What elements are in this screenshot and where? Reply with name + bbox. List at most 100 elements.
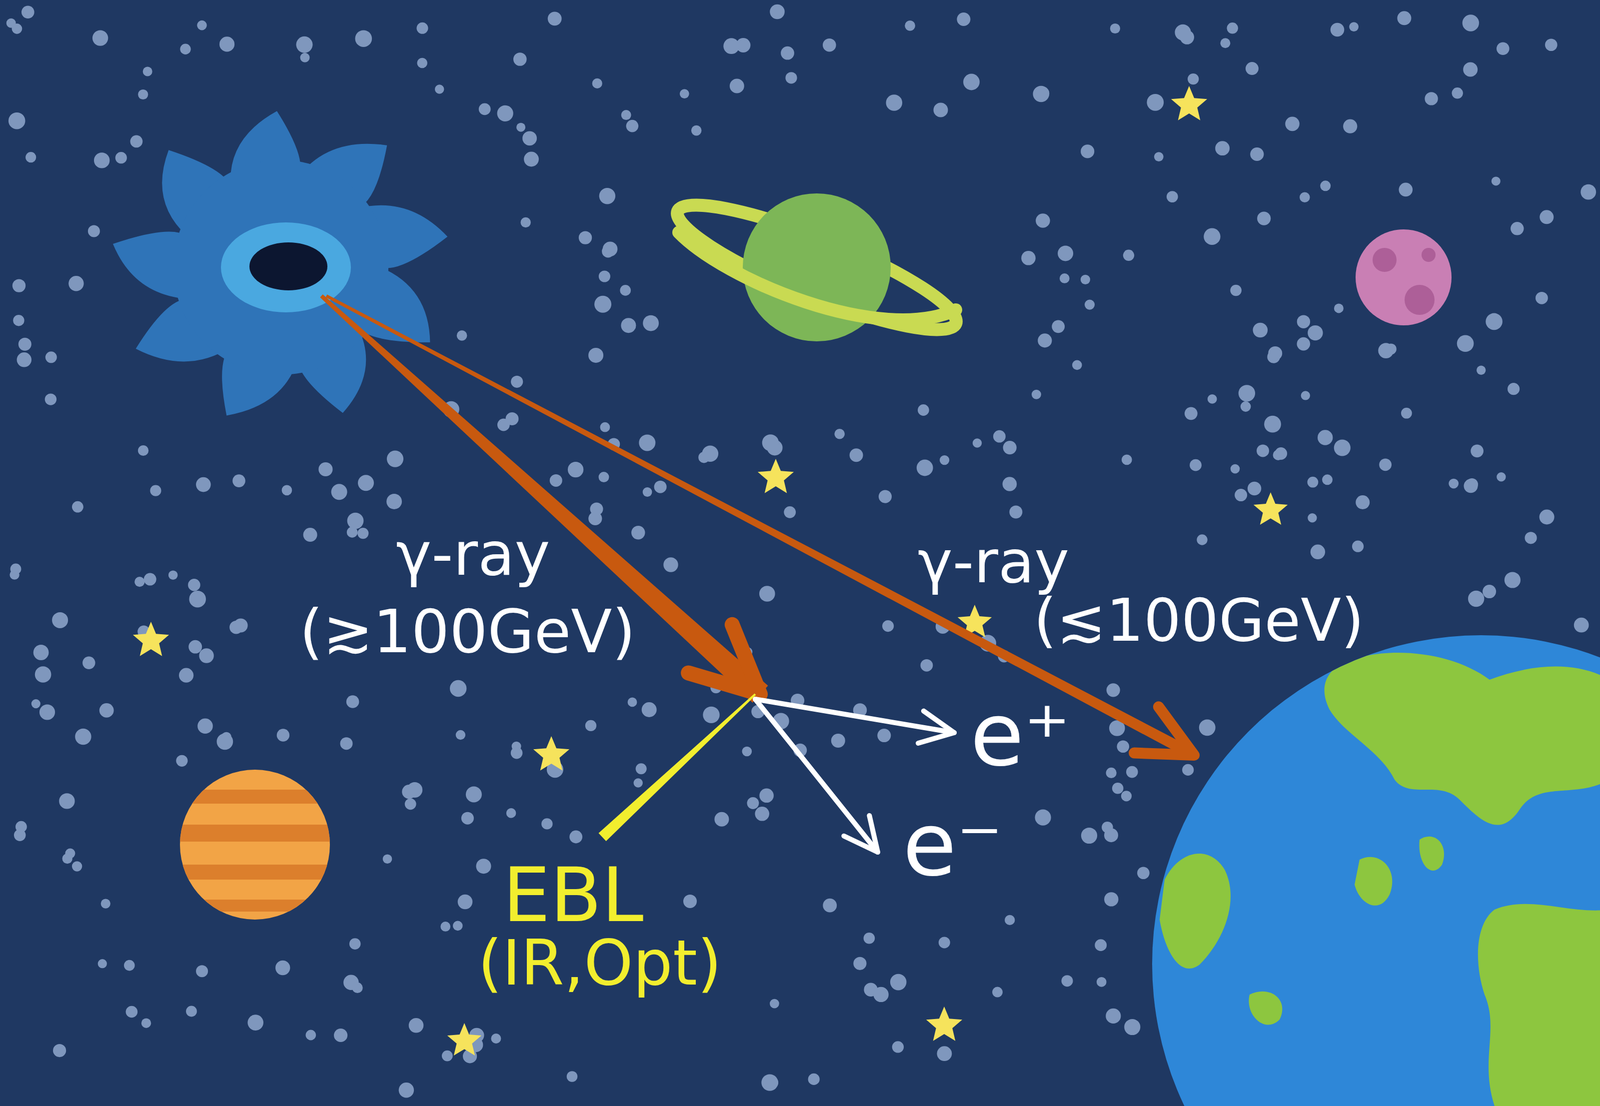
star-dot bbox=[229, 620, 243, 635]
star-dot bbox=[196, 20, 207, 31]
star-dot bbox=[11, 23, 23, 34]
star bbox=[1171, 85, 1208, 121]
star-dot bbox=[1297, 315, 1311, 329]
star-dot bbox=[197, 718, 213, 734]
star-dot bbox=[1535, 291, 1549, 305]
star-dot bbox=[87, 225, 100, 238]
star-dot bbox=[219, 36, 235, 52]
star-dot bbox=[1504, 571, 1521, 588]
star-dot bbox=[1273, 449, 1284, 461]
star-dot bbox=[1253, 322, 1269, 338]
star-dot bbox=[457, 894, 473, 910]
star-dot bbox=[1401, 407, 1413, 419]
star-dot bbox=[759, 788, 774, 804]
black-hole-center bbox=[249, 242, 328, 291]
star-dot bbox=[601, 245, 615, 258]
star-dot bbox=[357, 527, 369, 539]
star-dot bbox=[1496, 41, 1510, 55]
star-dot bbox=[878, 490, 892, 504]
star-dot bbox=[1104, 892, 1119, 907]
earth-ocean bbox=[1152, 635, 1600, 1106]
star-dot bbox=[762, 434, 779, 451]
star-dot bbox=[305, 1030, 316, 1041]
star-dot bbox=[168, 570, 178, 580]
label-text: γ-ray bbox=[914, 528, 1073, 597]
stripe bbox=[169, 789, 340, 804]
star-dot bbox=[599, 187, 616, 204]
galaxy-core bbox=[173, 159, 389, 375]
crater bbox=[1372, 247, 1397, 272]
star-dot bbox=[13, 829, 26, 842]
star-dot bbox=[822, 38, 837, 52]
star-dot bbox=[620, 317, 636, 333]
star-dot bbox=[522, 130, 537, 146]
star-dot bbox=[633, 778, 643, 788]
star-dot bbox=[44, 393, 57, 405]
striped-planet bbox=[169, 769, 340, 920]
star-dot bbox=[641, 702, 657, 718]
star-dot bbox=[355, 29, 373, 47]
pink-planet-body bbox=[1355, 229, 1452, 326]
star-dot bbox=[82, 656, 95, 670]
star-dot bbox=[1355, 495, 1370, 510]
star-dot bbox=[627, 697, 638, 708]
star-dot bbox=[1094, 939, 1107, 952]
star-dot bbox=[408, 1018, 424, 1034]
star-dot bbox=[1424, 91, 1438, 105]
star-dot bbox=[1240, 401, 1252, 412]
star-dot bbox=[16, 352, 32, 367]
star-dot bbox=[195, 965, 208, 978]
star-dot bbox=[1031, 389, 1042, 400]
star-dot bbox=[853, 957, 867, 971]
star-dot bbox=[1307, 325, 1323, 341]
star-dot bbox=[1037, 333, 1052, 348]
star-dot bbox=[465, 786, 482, 803]
star-dot bbox=[416, 57, 428, 69]
star-dot bbox=[1285, 116, 1300, 132]
star-dot bbox=[490, 1033, 501, 1044]
star-dot bbox=[276, 728, 290, 742]
star-dot bbox=[21, 5, 35, 19]
star-dot bbox=[916, 459, 934, 477]
star-dot bbox=[1397, 10, 1412, 25]
star-dot bbox=[187, 578, 201, 592]
star-dot bbox=[1166, 190, 1179, 203]
star-dot bbox=[1121, 454, 1133, 466]
star-dot bbox=[1238, 384, 1256, 402]
star-dot bbox=[1510, 221, 1524, 235]
star-dot bbox=[638, 434, 656, 451]
label-text: e⁻ bbox=[899, 794, 1006, 896]
star-dot bbox=[1491, 176, 1501, 186]
star-dot bbox=[346, 526, 358, 538]
star-dot bbox=[541, 818, 553, 830]
star-dot bbox=[592, 78, 603, 89]
star-dot bbox=[198, 648, 214, 663]
star-dot bbox=[99, 703, 114, 718]
star-dot bbox=[1482, 584, 1497, 599]
star-dot bbox=[434, 84, 444, 94]
star-dot bbox=[1126, 766, 1139, 779]
star-dot bbox=[1220, 37, 1231, 48]
star-dot bbox=[1207, 394, 1218, 404]
star-dot bbox=[598, 471, 610, 483]
star-dot bbox=[594, 295, 612, 313]
star-dot bbox=[873, 987, 889, 1003]
star-dot bbox=[1234, 488, 1248, 502]
star bbox=[926, 1006, 963, 1042]
star-dot bbox=[1452, 87, 1464, 99]
label-text: (IR,Opt) bbox=[474, 927, 725, 1000]
star-dot bbox=[1330, 22, 1345, 37]
star-dot bbox=[516, 122, 526, 132]
star-dot bbox=[1021, 250, 1036, 266]
star-dot bbox=[1545, 38, 1558, 51]
star-dot bbox=[1203, 228, 1221, 245]
star bbox=[757, 458, 794, 494]
star-dot bbox=[134, 576, 145, 587]
star-dot bbox=[1057, 245, 1074, 261]
crater bbox=[1421, 247, 1436, 262]
star-dot bbox=[1146, 93, 1164, 111]
star-dot bbox=[1463, 61, 1478, 77]
label-text: e⁺ bbox=[967, 684, 1074, 786]
